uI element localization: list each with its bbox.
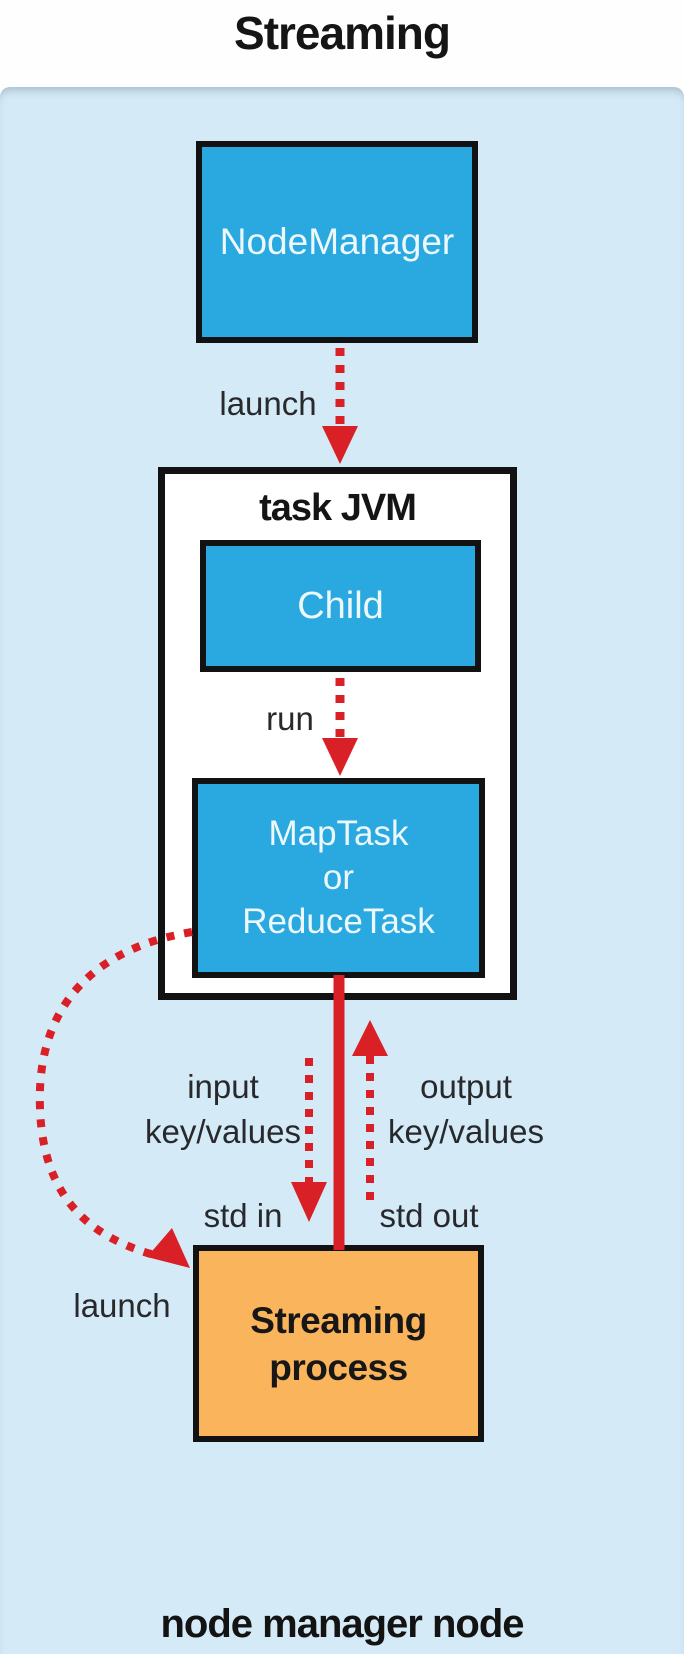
map-task-box: MapTask or ReduceTask: [192, 778, 485, 978]
node-manager-box: NodeManager: [196, 141, 478, 343]
diagram-title: Streaming: [234, 7, 451, 59]
launch-top-label: launch: [219, 385, 317, 422]
streaming-process-label: Streaming process: [250, 1299, 427, 1388]
node-manager-label: NodeManager: [219, 221, 455, 262]
output-key-values-label: output key/values: [388, 1068, 544, 1150]
input-key-values-label: input key/values: [145, 1068, 301, 1150]
child-label: Child: [297, 584, 384, 627]
run-label: run: [266, 700, 314, 737]
map-task-label: MapTask or ReduceTask: [242, 814, 435, 941]
node-manager-node-label: node manager node: [160, 1602, 524, 1646]
std-in-label: std in: [203, 1197, 283, 1234]
launch-bottom-label: launch: [73, 1287, 171, 1324]
task-jvm-label: task JVM: [259, 487, 417, 529]
std-out-label: std out: [379, 1197, 479, 1234]
child-box: Child: [200, 540, 481, 672]
streaming-process-box: Streaming process: [193, 1245, 484, 1442]
